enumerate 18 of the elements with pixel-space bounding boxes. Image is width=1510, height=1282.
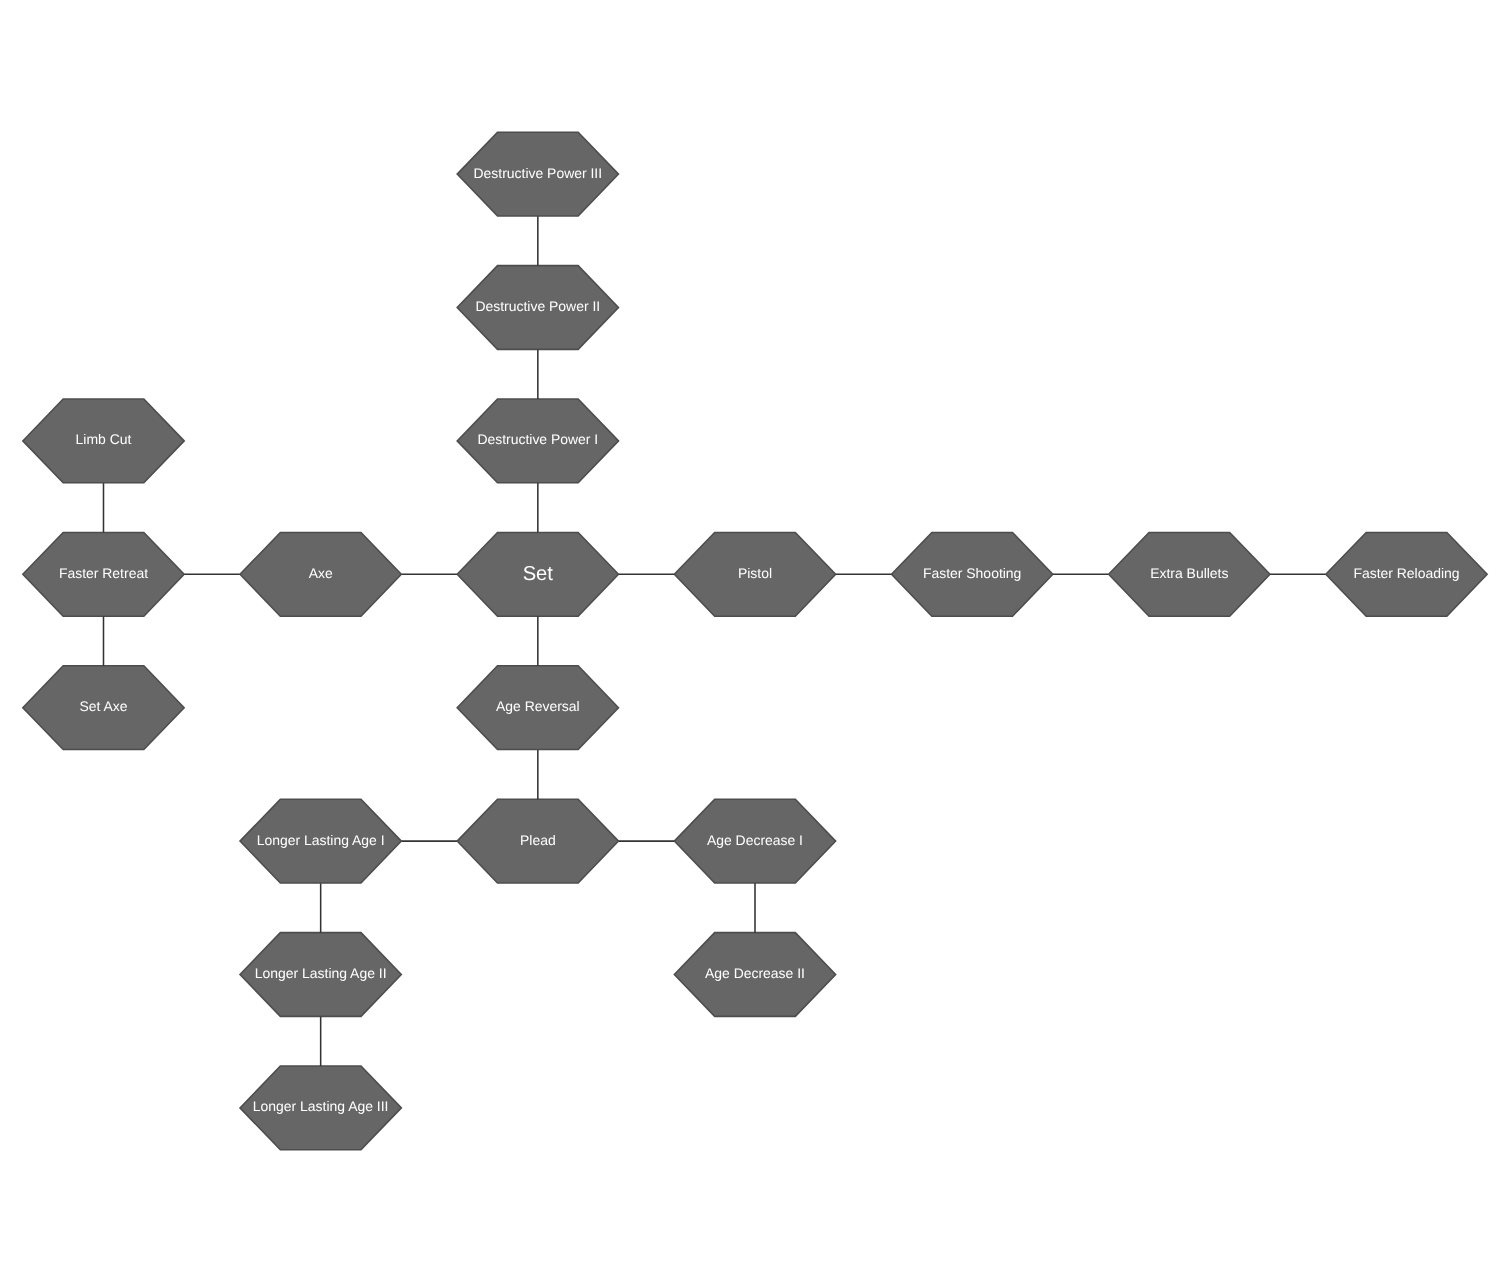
connector xyxy=(400,573,458,576)
connector xyxy=(537,348,539,400)
connector xyxy=(537,482,539,534)
connector xyxy=(537,615,539,667)
connector xyxy=(102,615,105,667)
connector xyxy=(102,482,105,534)
connector xyxy=(319,1015,322,1067)
connector xyxy=(835,573,892,576)
connector xyxy=(400,840,458,842)
connector xyxy=(183,573,241,576)
connector xyxy=(1269,573,1327,576)
connector xyxy=(319,882,322,934)
connector xyxy=(754,882,756,934)
connector xyxy=(537,749,539,800)
connector xyxy=(1052,573,1110,576)
connector xyxy=(617,573,675,576)
connector xyxy=(537,215,539,267)
connector xyxy=(617,840,675,842)
